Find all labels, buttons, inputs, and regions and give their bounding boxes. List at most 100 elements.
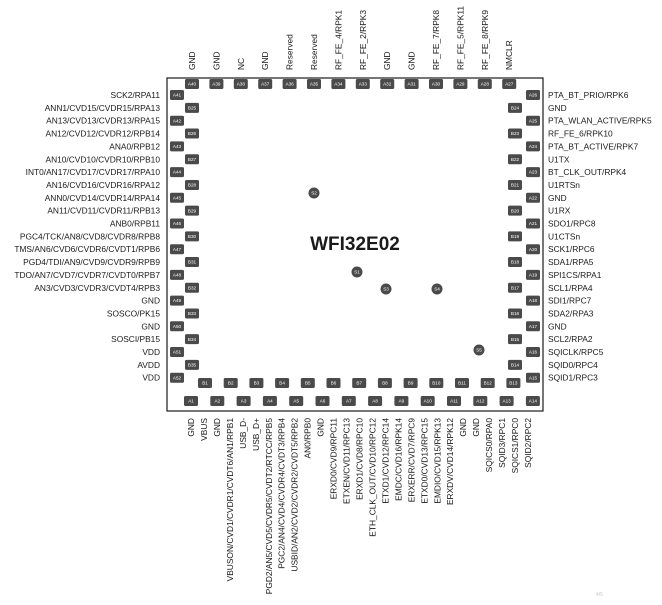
left-pin-signal: GND xyxy=(141,321,160,331)
left-pin-a42: A42 xyxy=(170,115,184,126)
left-pin-signal: SOSCI/PB15 xyxy=(111,334,160,344)
bottom-inner-pin-b11: B11 xyxy=(455,378,469,388)
pin-number: B25 xyxy=(188,105,197,110)
pin-number: B26 xyxy=(188,131,197,136)
pin-pad xyxy=(525,396,540,406)
pin-number: A31 xyxy=(408,82,417,87)
module-name: WFI32E02 xyxy=(310,234,400,255)
pin-number: B24 xyxy=(511,105,520,110)
left-pin-a52: A52 xyxy=(170,372,184,383)
pin-pad xyxy=(355,79,370,89)
pin-pad xyxy=(185,334,199,345)
top-pin-a39: A39 xyxy=(209,79,224,89)
pin-number: B29 xyxy=(188,208,197,213)
top-pin-a34: A34 xyxy=(331,79,346,89)
pin-pad xyxy=(209,79,224,89)
right-pin-b15: B15 xyxy=(508,334,522,345)
top-pin-signal: RF_FE_2/RPK3 xyxy=(358,10,368,70)
left-pin-signal: AN11/CVD11/CVDR11/RPB13 xyxy=(47,206,160,216)
pin-pad xyxy=(170,347,184,357)
pin-pad xyxy=(341,396,356,406)
right-pin-signal: PTA_BT_PRIO/RPK6 xyxy=(548,90,629,100)
pin-pad xyxy=(185,257,199,268)
pin-number: B28 xyxy=(188,183,197,188)
pin-number: A48 xyxy=(173,273,182,278)
right-pin-b23: B23 xyxy=(508,128,522,139)
top-pin-a29: A29 xyxy=(453,79,468,89)
bottom-pin-a3: A3 xyxy=(236,396,251,406)
left-pin-a41: A41 xyxy=(170,90,184,100)
pin-number: A52 xyxy=(173,375,182,380)
left-pin-a50: A50 xyxy=(170,321,184,332)
bottom-pin-signal: PGD2/AN5/CVD5/CVDR5/CVDT2/RTCC/RPB5 xyxy=(264,418,274,595)
right-pin-signal: U1CTSn xyxy=(548,231,580,241)
pin-pad xyxy=(249,378,264,388)
pin-number: B16 xyxy=(511,311,520,316)
inner-pad-number: S5 xyxy=(476,348,482,353)
inner-pad-number: S4 xyxy=(434,287,440,292)
right-pin-a25: A25 xyxy=(526,115,540,126)
left-pin-b26: B26 xyxy=(185,128,199,139)
left-pin-signal: AN13/CVD13/CVDR13/RPA15 xyxy=(46,116,160,126)
pin-pad xyxy=(508,257,522,268)
right-pin-b14: B14 xyxy=(508,359,522,370)
pin-number: B18 xyxy=(511,260,520,265)
inner-pad-circle xyxy=(308,187,320,199)
pin-pad xyxy=(368,396,383,406)
pin-pad xyxy=(236,396,251,406)
pin-pad xyxy=(170,321,184,332)
bottom-pin-a2: A2 xyxy=(210,396,225,406)
bottom-pin-signal: USBID/AN2/CVD2/CVDR2/CVDT5/RPB2 xyxy=(290,418,300,572)
top-pin-a33: A33 xyxy=(355,79,370,89)
pin-pad xyxy=(282,79,297,89)
right-pin-signal: U1RX xyxy=(548,206,571,216)
pin-number: B1 xyxy=(202,381,208,386)
right-pin-a17: A17 xyxy=(526,321,540,332)
top-pin-signal: GND xyxy=(187,51,197,70)
pin-pad xyxy=(499,396,514,406)
pin-number: B3 xyxy=(254,381,260,386)
pin-number: A51 xyxy=(173,350,182,355)
bottom-pin-signal: ERXDV/CVD14/RPK12 xyxy=(445,418,455,505)
pin-pad xyxy=(300,378,315,388)
top-pin-a28: A28 xyxy=(477,79,492,89)
pin-number: A16 xyxy=(529,350,538,355)
pin-number: A42 xyxy=(173,118,182,123)
pin-number: B35 xyxy=(188,362,197,367)
left-pin-b33: B33 xyxy=(185,308,199,319)
pin-number: A47 xyxy=(173,247,182,252)
inner-pad-number: S2 xyxy=(311,191,317,196)
bottom-pin-signal: VBUSON/CVD1/CVDR1/CVDT6/AN1/RPB1 xyxy=(225,418,235,582)
top-pin-a38: A38 xyxy=(233,79,248,89)
left-pin-signal: VDD xyxy=(142,373,160,383)
pin-pad xyxy=(526,269,540,280)
pin-number: A13 xyxy=(503,399,512,404)
inner-pad-s3: S3 xyxy=(380,283,392,295)
pin-pad xyxy=(508,334,522,345)
pin-number: A44 xyxy=(173,170,182,175)
bottom-pin-signal: PGC2/AN4/CVD4/CVDR4/CVDT3/RPB4 xyxy=(277,418,287,569)
pin-pad xyxy=(429,378,444,388)
bottom-pin-a1: A1 xyxy=(184,396,198,406)
bottom-pin-signal: GND xyxy=(186,418,196,437)
pin-number: A20 xyxy=(529,247,538,252)
right-pin-b21: B21 xyxy=(508,179,522,190)
left-pin-signal: SCK2/RPA11 xyxy=(111,90,161,100)
pin-pad xyxy=(185,154,199,165)
pin-number: A37 xyxy=(261,82,270,87)
inner-pad-circle xyxy=(431,283,443,295)
bottom-pin-a8: A8 xyxy=(368,396,383,406)
inner-pad-circle xyxy=(380,283,392,295)
pin-pad xyxy=(326,378,341,388)
pin-number: B8 xyxy=(382,381,388,386)
pin-number: B17 xyxy=(511,285,520,290)
right-pin-a18: A18 xyxy=(526,295,540,306)
pin-number: B19 xyxy=(511,234,520,239)
inner-pad-circle xyxy=(473,344,485,356)
left-pin-a48: A48 xyxy=(170,269,184,280)
top-pin-a35: A35 xyxy=(307,79,321,89)
pin-pad xyxy=(170,192,184,203)
inner-pad-s1: S1 xyxy=(351,266,363,278)
pin-number: B14 xyxy=(511,362,520,367)
left-pin-signal: ANN1/CVD15/CVDR15/RPA13 xyxy=(45,103,161,113)
